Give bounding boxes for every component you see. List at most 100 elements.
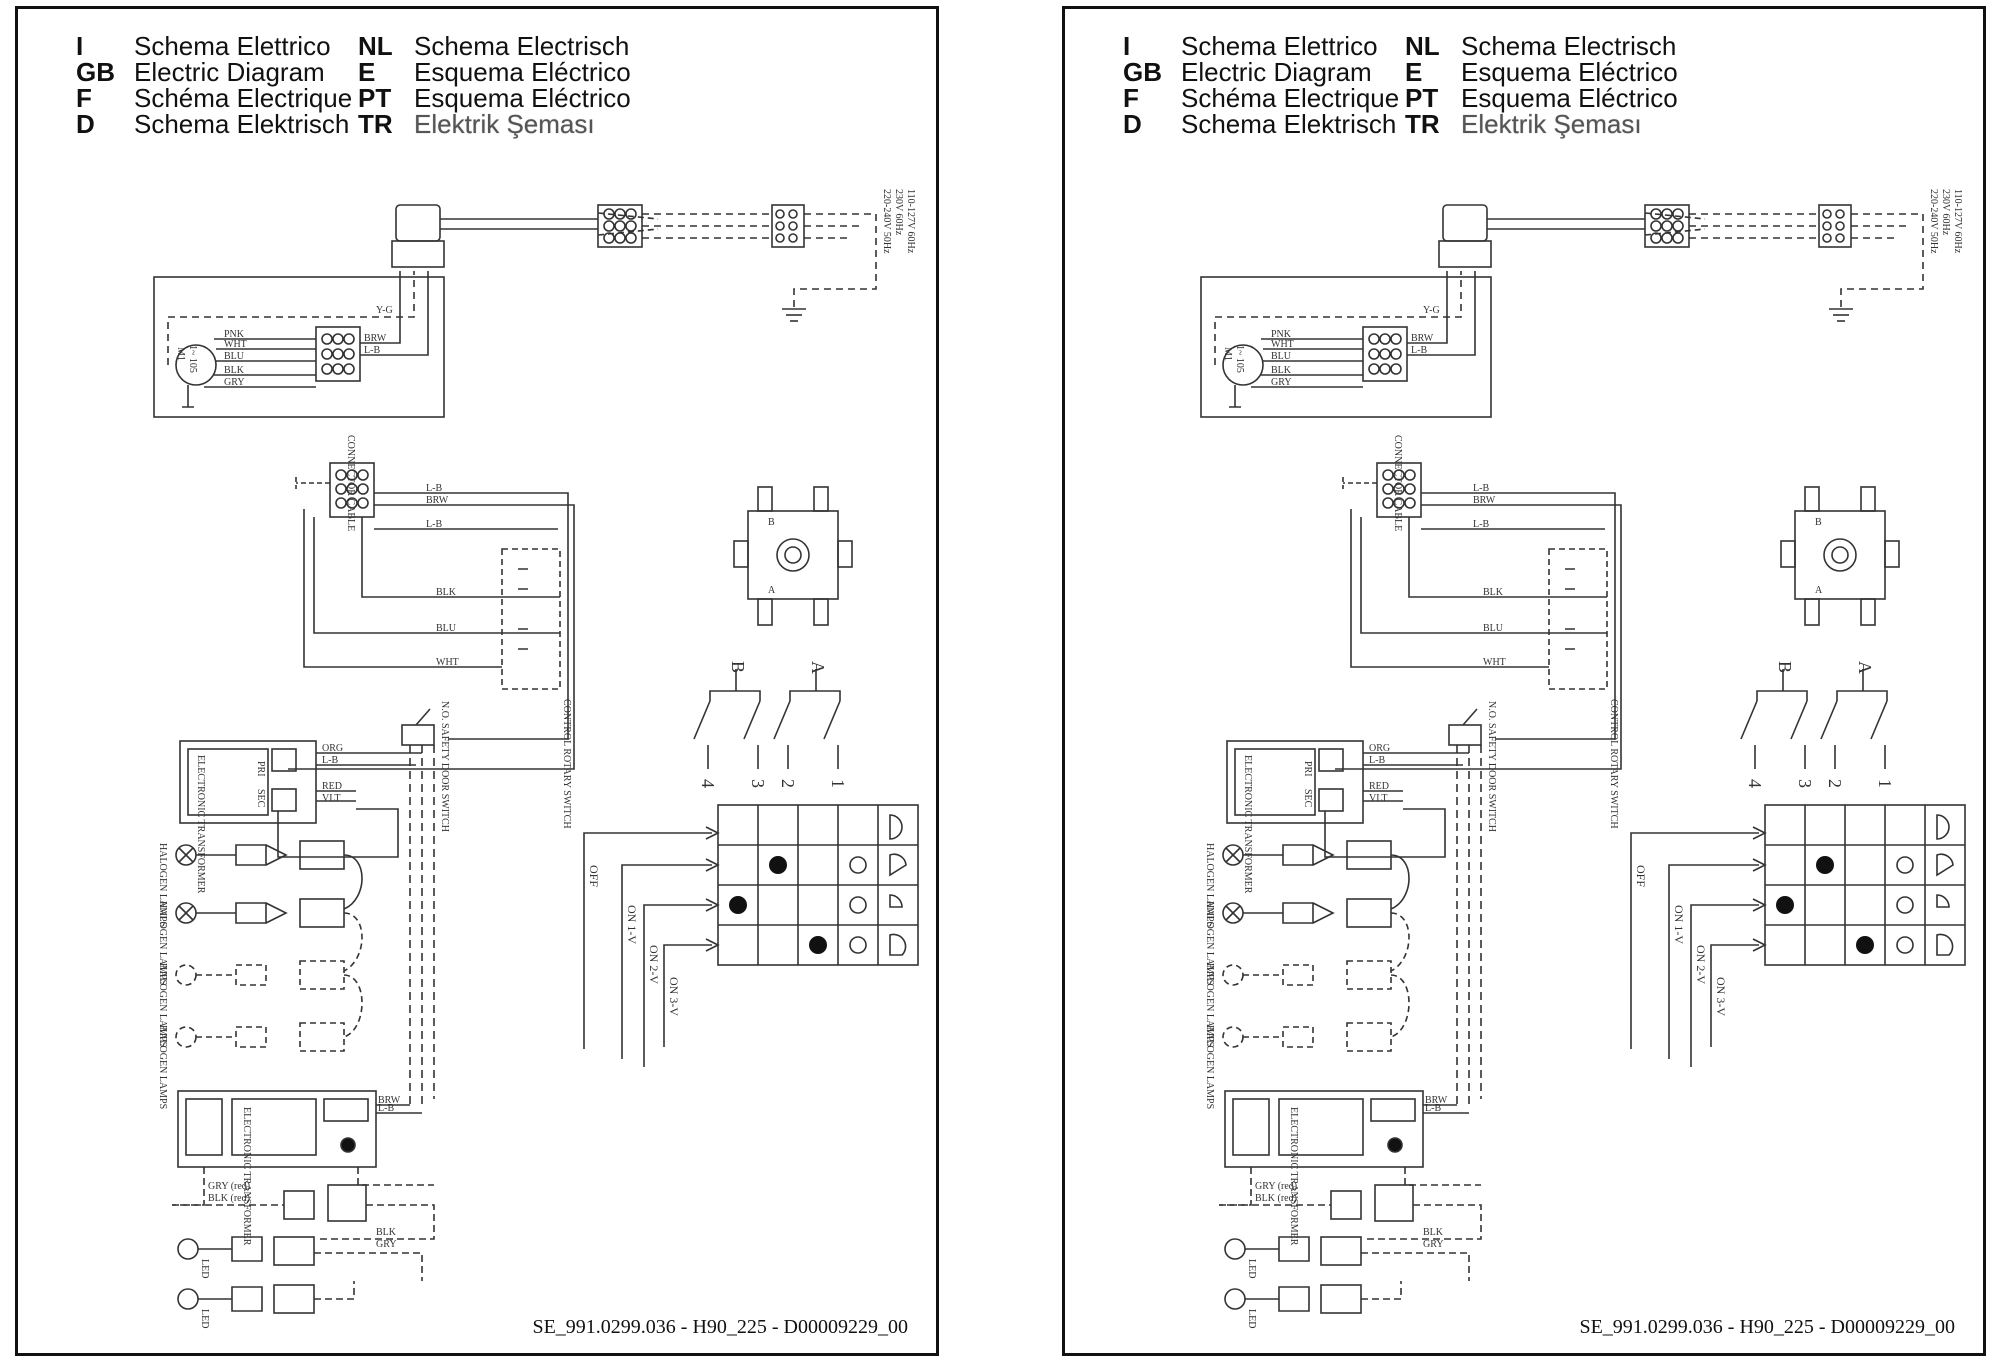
legend-name: Schema Elektrisch: [134, 109, 350, 139]
motor-symbol: [175, 344, 217, 386]
wire-label: BRW: [1425, 1095, 1448, 1106]
led-label: LED: [1246, 1309, 1257, 1328]
legend-name: Schéma Electrique: [134, 83, 353, 113]
switch-group-b: [709, 669, 761, 701]
legend-code: I: [76, 31, 84, 61]
document-code: SE_991.0299.036 - H90_225 - D00009229_00: [1579, 1316, 1955, 1338]
transformer-pri-label: PRI: [255, 761, 266, 777]
cable-fan: [597, 212, 659, 236]
legend-code: F: [1123, 83, 1139, 113]
position-input-label: ON 1-V: [625, 905, 639, 944]
contact-label: 4: [1745, 779, 1765, 788]
legend-name: Schema Elettrico: [134, 31, 331, 61]
wire-label: BLU: [1271, 351, 1292, 362]
contact-label: 1: [1875, 779, 1895, 788]
legend-code: E: [358, 57, 376, 87]
wire-label: BLK: [1423, 1227, 1444, 1238]
position-input-label: ON 3-V: [1714, 977, 1728, 1016]
wire-label: BRW: [1411, 333, 1434, 344]
wire-label: BRW: [378, 1095, 401, 1106]
legend-name: Elektrik Şeması: [414, 109, 595, 139]
led-driver-label: ELECTRONIC TRANSFORMER: [1288, 1107, 1299, 1246]
legend-name: Schéma Electrique: [1181, 83, 1400, 113]
halogen-lamp-icon: [175, 1026, 197, 1048]
supply-label: 230V 60Hz: [1940, 189, 1951, 236]
cable-plug: [395, 204, 441, 242]
lamp-label: HALOGEN LAMPS: [1204, 843, 1215, 927]
wire-label: L-B: [1411, 345, 1427, 356]
supply-label: 220-240V 50Hz: [881, 189, 892, 254]
connector-wires: [288, 492, 575, 770]
contact-label: 1: [828, 779, 848, 788]
lamp-label: HALOGEN LAMPS: [1204, 963, 1215, 1047]
legend-code: E: [1405, 57, 1423, 87]
wire-label: L-B: [1473, 483, 1489, 494]
wire-label: WHT: [436, 657, 459, 668]
lamp-label: HALOGEN LAMPS: [157, 843, 168, 927]
led-connector: [283, 1190, 315, 1220]
contact-open-dot: [849, 856, 867, 874]
terminal-a-label: A: [1815, 585, 1823, 596]
legend-code: I: [1123, 31, 1131, 61]
wire-label: L-B: [426, 519, 442, 530]
led-connector: [327, 1184, 367, 1222]
lamp-connector: [299, 840, 345, 870]
wire-label: BRW: [426, 495, 449, 506]
legend-code: GB: [76, 57, 115, 87]
legend-name: Elektrik Şeması: [1461, 109, 1642, 139]
wire-label: L-B: [378, 1103, 394, 1114]
legend-code: NL: [1405, 31, 1440, 61]
connector-label: CONNECTOR CABLE: [345, 435, 356, 531]
wire-label: WHT: [224, 339, 247, 350]
motor-spec-label: 1~ 105: [187, 345, 198, 373]
legend-code: D: [76, 109, 95, 139]
contact-closed-dot: [809, 936, 827, 954]
switch-group-a: [789, 669, 841, 701]
wire-label: BLU: [1483, 623, 1504, 634]
rotary-knob-icon: [776, 538, 810, 572]
legend-code: PT: [358, 83, 392, 113]
led-label: LED: [199, 1259, 210, 1278]
legend-name: Schema Elektrisch: [1181, 109, 1397, 139]
contact-closed-dot: [1856, 936, 1874, 954]
wire-label: GRY (red): [208, 1181, 250, 1192]
connector-block: [329, 462, 375, 518]
lamp-label: HALOGEN LAMPS: [1204, 901, 1215, 985]
knob-position-1-icon: [1936, 853, 1954, 877]
wire-label: GRY: [1423, 1239, 1444, 1250]
wire-label: BLU: [436, 623, 457, 634]
wire-label: L-B: [322, 755, 338, 766]
contact-label: 3: [748, 779, 768, 788]
legend-name: Schema Electrisch: [1461, 31, 1677, 61]
contact-closed-dot: [769, 856, 787, 874]
yg-wire: [167, 271, 415, 365]
group-b-label: B: [728, 661, 748, 673]
wire-label: L-B: [364, 345, 380, 356]
motor-terminal: [315, 326, 361, 382]
wire-label: BLK (red): [1255, 1193, 1297, 1204]
wire-label: WHT: [1483, 657, 1506, 668]
switch-position-table: [1764, 804, 1966, 966]
wire-label: L-B: [1369, 755, 1385, 766]
wire-label: Y-G: [376, 305, 393, 316]
wire-label: GRY: [224, 377, 245, 388]
position-input-label: OFF: [587, 865, 601, 887]
transformer-label: ELECTRONIC TRANSFORMER: [195, 755, 206, 894]
legend-name: Electric Diagram: [134, 57, 325, 87]
led-lamp-icon: [177, 1238, 199, 1260]
legend-name: Schema Elettrico: [1181, 31, 1378, 61]
wire-label: VLT: [322, 793, 341, 804]
knob-position-3-icon: [889, 933, 907, 956]
led-driver: [177, 1090, 377, 1168]
motor-label: M1: [1222, 347, 1233, 361]
rotary-knob-icon: [1823, 538, 1857, 572]
group-a-label: A: [808, 661, 828, 674]
legend-code: PT: [1405, 83, 1439, 113]
led-driver-label: ELECTRONIC TRANSFORMER: [241, 1107, 252, 1246]
wire-label: ORG: [322, 743, 343, 754]
rotary-switch-label: CONTROL ROTARY SWITCH: [561, 699, 572, 829]
legend-name: Schema Electrisch: [414, 31, 630, 61]
knob-position-2-icon: [889, 894, 903, 908]
led-label: LED: [1246, 1259, 1257, 1278]
led-lamp-icon: [177, 1288, 199, 1310]
